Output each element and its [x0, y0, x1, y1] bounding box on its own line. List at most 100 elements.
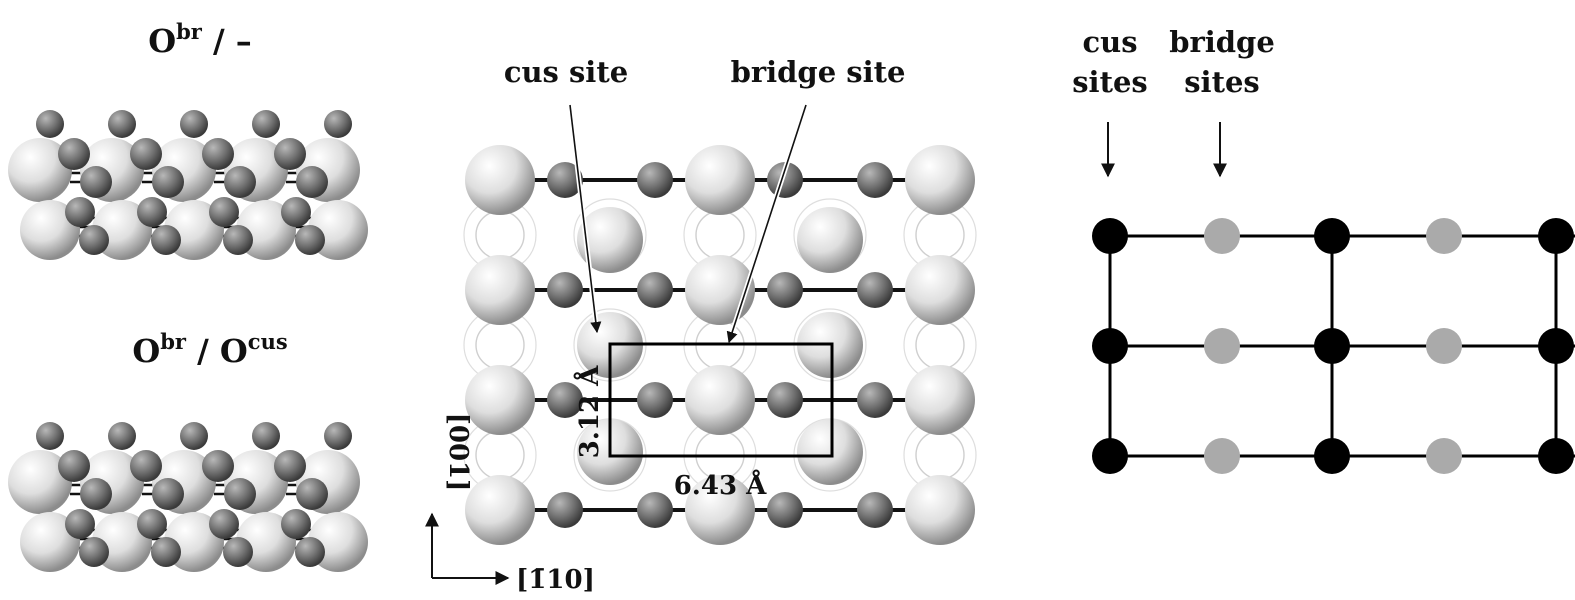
oxygen-atom	[58, 138, 90, 170]
cus-site-dot	[1314, 438, 1350, 474]
bridging-oxygen-atom	[108, 110, 136, 138]
oxygen-atom	[295, 537, 325, 567]
subsurface-ring	[695, 210, 745, 260]
titanium-atom	[465, 475, 535, 545]
oxygen-atom	[857, 162, 893, 198]
cus-sites-label-line1: cus	[1082, 25, 1137, 59]
bridge-site-pointer	[726, 104, 809, 344]
titanium-atom	[905, 475, 975, 545]
subsurface-ring	[915, 320, 965, 370]
oxygen-atom	[65, 197, 95, 227]
cus-site-pointer	[567, 104, 602, 334]
oxygen-atom	[224, 478, 256, 510]
oxygen-atom	[202, 138, 234, 170]
bridging-oxygen-atom	[180, 110, 208, 138]
axis-indicator: [001] [1̄10]	[425, 413, 595, 595]
cus-sites-label-line2: sites	[1072, 65, 1148, 99]
cus-site-dot	[1538, 328, 1574, 364]
cus-site-label: cus site	[504, 55, 628, 89]
oxygen-atom	[137, 509, 167, 539]
oxygen-atom	[65, 509, 95, 539]
middle-panel: cus site bridge site 3.12 Å 6.43 Å [001]…	[425, 55, 977, 595]
bridge-site-dot	[1204, 328, 1240, 364]
bridge-site-dot	[1426, 218, 1462, 254]
bridging-oxygen-atom	[180, 422, 208, 450]
titanium-atom	[8, 450, 72, 514]
oxygen-atom	[767, 492, 803, 528]
titanium-atom	[8, 138, 72, 202]
titanium-atom	[20, 200, 80, 260]
surface-top-view	[463, 145, 977, 545]
cus-site-dot	[1538, 218, 1574, 254]
titanium-atom	[465, 255, 535, 325]
oxygen-atom	[152, 166, 184, 198]
oxygen-atom	[547, 162, 583, 198]
oxygen-atom	[130, 138, 162, 170]
subsurface-ring	[475, 320, 525, 370]
titanium-atom	[685, 475, 755, 545]
oxygen-atom	[295, 225, 325, 255]
cus-site-dot	[1092, 438, 1128, 474]
subsurface-ring	[915, 210, 965, 260]
cus-site-dot	[1314, 328, 1350, 364]
bridge-site-dot	[1426, 438, 1462, 474]
oxygen-atom	[209, 197, 239, 227]
bridging-oxygen-atom	[324, 422, 352, 450]
bridging-oxygen-atom	[324, 110, 352, 138]
subsurface-ring	[475, 210, 525, 260]
bridge-sites-label-line1: bridge	[1169, 25, 1275, 59]
titanium-atom	[465, 365, 535, 435]
cus-site-dot	[1538, 438, 1574, 474]
oxygen-atom	[547, 382, 583, 418]
bridging-oxygen-atom	[36, 110, 64, 138]
bridge-sites-label-line2: sites	[1184, 65, 1260, 99]
oxygen-atom	[80, 166, 112, 198]
oxygen-atom	[224, 166, 256, 198]
bridge-site-label: bridge site	[731, 55, 906, 89]
oxygen-atom	[767, 272, 803, 308]
right-panel: cus sites bridge sites	[1072, 25, 1575, 474]
bridging-oxygen-atom	[252, 422, 280, 450]
obr-ocus-label: Obr / Ocus	[132, 329, 287, 370]
axis-110-label: [1̄10]	[516, 565, 595, 595]
oxygen-atom	[274, 450, 306, 482]
oxygen-atom	[637, 382, 673, 418]
oxygen-atom	[130, 450, 162, 482]
bridging-oxygen-atom	[108, 422, 136, 450]
oxygen-atom	[80, 478, 112, 510]
axis-001-label: [001]	[443, 413, 473, 492]
oxygen-atom	[202, 450, 234, 482]
oxygen-atom	[281, 197, 311, 227]
cus-site-dot	[1092, 218, 1128, 254]
oxygen-atom	[79, 225, 109, 255]
oxygen-atom	[296, 478, 328, 510]
oxygen-atom	[857, 382, 893, 418]
titanium-atom	[905, 145, 975, 215]
oxygen-atom	[152, 478, 184, 510]
oxygen-atom	[151, 537, 181, 567]
oxygen-atom	[857, 272, 893, 308]
oxygen-atom	[79, 537, 109, 567]
bridge-site-dot	[1426, 328, 1462, 364]
titanium-atom	[20, 512, 80, 572]
unit-cell-box	[608, 342, 834, 458]
dimension-6-43: 6.43 Å	[674, 470, 767, 501]
oxygen-atom	[223, 537, 253, 567]
subsurface-ring	[915, 430, 965, 480]
titanium-atom	[577, 207, 643, 273]
oxygen-atom	[547, 492, 583, 528]
oxygen-atom	[547, 272, 583, 308]
titanium-atom	[905, 365, 975, 435]
titanium-atom	[797, 207, 863, 273]
oxygen-atom	[151, 225, 181, 255]
oxygen-atom	[767, 162, 803, 198]
oxygen-atom	[767, 382, 803, 418]
cus-site-dot	[1092, 328, 1128, 364]
oxygen-atom	[137, 197, 167, 227]
bridge-site-dot	[1204, 438, 1240, 474]
oxygen-atom	[637, 162, 673, 198]
oxygen-atom	[209, 509, 239, 539]
titanium-atom	[685, 145, 755, 215]
cus-site-dot	[1314, 218, 1350, 254]
